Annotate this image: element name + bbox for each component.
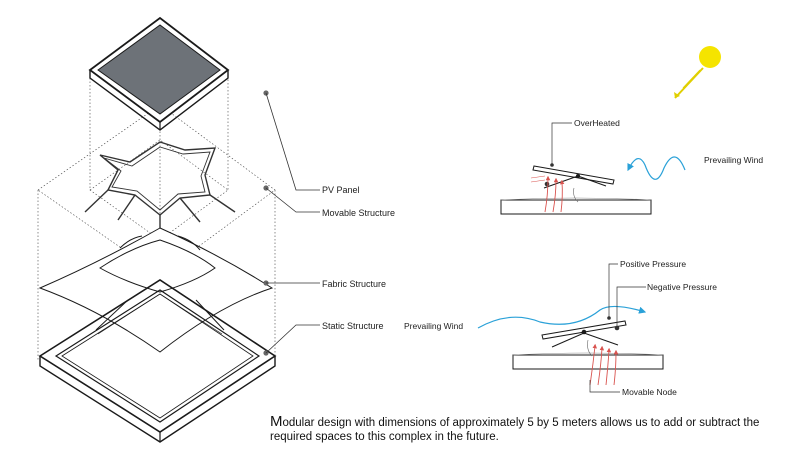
exploded-view: PV Panel Movable Structure Fabric Struct… <box>37 16 395 443</box>
caption-first-letter: M <box>270 413 283 430</box>
leader-lines <box>265 92 320 354</box>
label-positive-pressure: Positive Pressure <box>620 259 686 269</box>
label-prevailing-wind-1: Prevailing Wind <box>704 155 763 165</box>
caption-text: odular design with dimensions of approxi… <box>270 417 760 443</box>
label-movable-structure: Movable Structure <box>322 208 395 218</box>
sun-icon <box>674 46 721 99</box>
wind-arrow-2 <box>477 305 647 329</box>
callout-dots <box>263 90 269 356</box>
ground-slab-2 <box>512 354 664 370</box>
label-fabric-structure: Fabric Structure <box>322 279 386 289</box>
caption: Modular design with dimensions of approx… <box>270 413 795 444</box>
label-movable-node: Movable Node <box>622 387 677 397</box>
label-overheated: OverHeated <box>574 118 620 128</box>
tilted-panel <box>532 165 615 189</box>
static-structure <box>38 279 277 443</box>
pressure-diagram: Positive Pressure Negative Pressure Prev… <box>404 259 717 397</box>
label-pv-panel: PV Panel <box>322 185 360 195</box>
overheated-diagram: OverHeated Prevailing Wind <box>500 118 763 215</box>
heat-arrows-2 <box>589 343 619 386</box>
label-negative-pressure: Negative Pressure <box>647 282 717 292</box>
heat-arrows <box>530 175 565 213</box>
fabric-structure <box>38 227 274 353</box>
pv-panel <box>88 16 230 131</box>
tilted-panel-2 <box>541 320 627 348</box>
wind-arrow <box>627 156 686 180</box>
label-prevailing-wind-2: Prevailing Wind <box>404 321 463 331</box>
movable-structure <box>84 141 236 232</box>
label-static-structure: Static Structure <box>322 321 384 331</box>
ground-slab <box>500 199 652 215</box>
